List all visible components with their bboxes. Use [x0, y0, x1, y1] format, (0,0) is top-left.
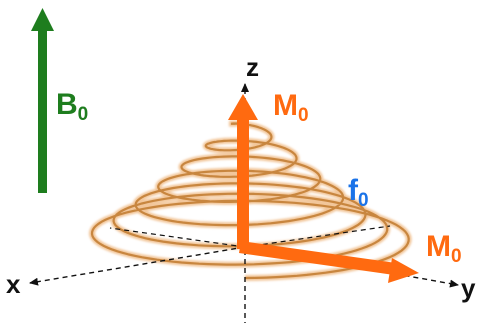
- m0-vertical-arrow: [228, 94, 258, 249]
- m0-horizontal-label-sub: 0: [451, 246, 462, 267]
- m0-vertical-label-main: M: [273, 89, 298, 122]
- x-axis-line: [29, 246, 246, 286]
- b0-field-arrow: [31, 8, 54, 193]
- b0-label: B0: [56, 88, 88, 125]
- f0-label-main: f: [348, 174, 359, 207]
- m0-horizontal-label: M0: [426, 230, 462, 267]
- z-axis-label: z: [246, 52, 259, 82]
- x-axis-label: x: [6, 269, 21, 299]
- m0-vertical-label: M0: [273, 89, 309, 126]
- m0-horizontal-arrow: [239, 241, 419, 283]
- m0-vertical-label-sub: 0: [298, 105, 309, 126]
- b0-label-main: B: [56, 88, 78, 121]
- y-axis-label: y: [461, 273, 476, 303]
- back-left-axis-line: [109, 227, 246, 248]
- f0-label-sub: 0: [358, 190, 369, 211]
- m0-horizontal-label-main: M: [426, 230, 451, 263]
- b0-label-sub: 0: [78, 104, 89, 125]
- f0-label: f0: [348, 174, 369, 211]
- back-axis-line: [244, 225, 391, 248]
